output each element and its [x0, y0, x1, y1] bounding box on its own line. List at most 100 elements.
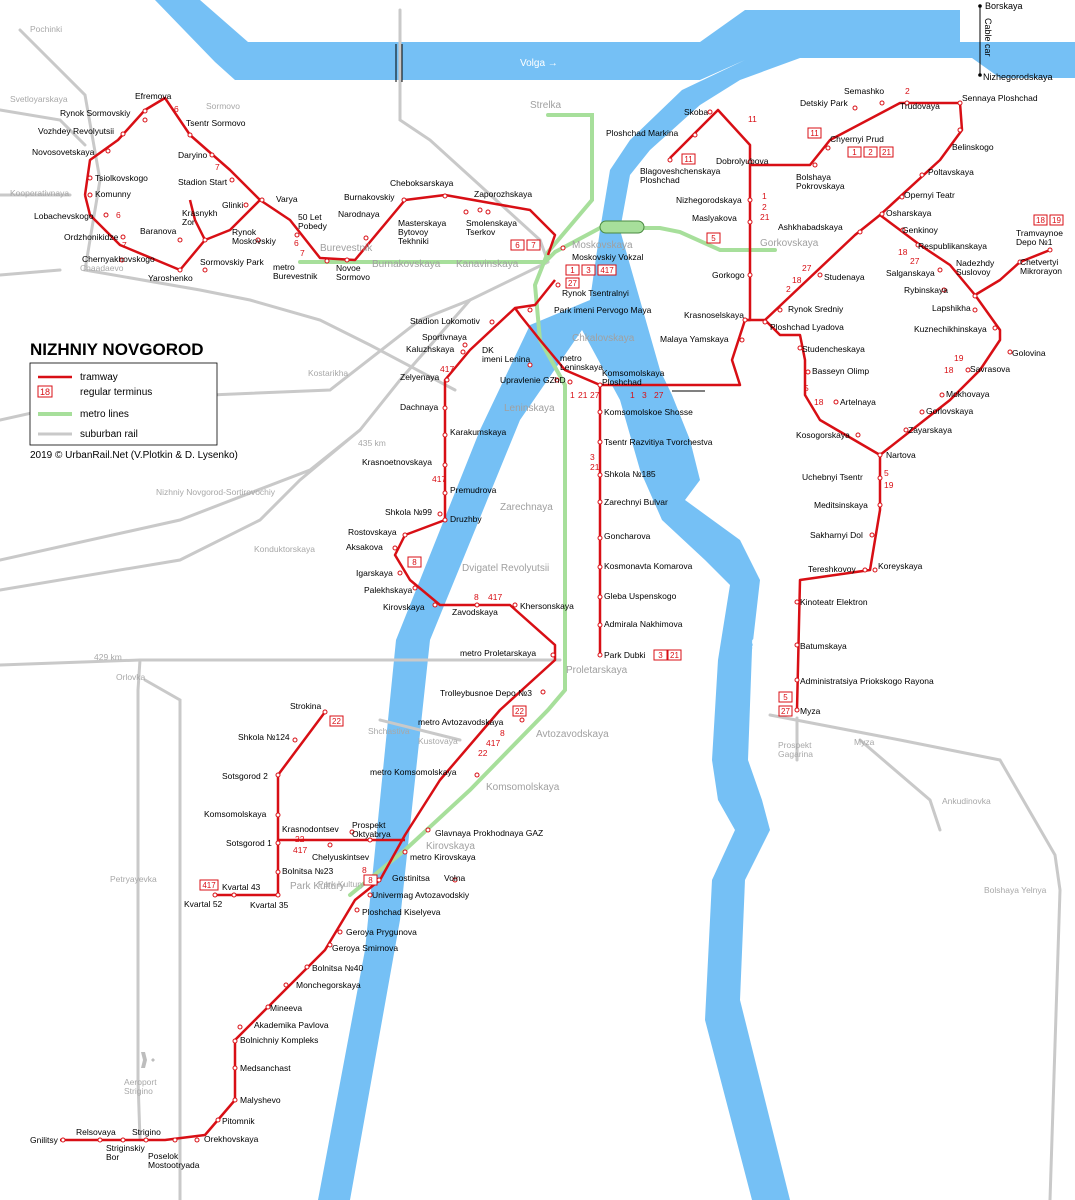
station-dot — [597, 382, 603, 388]
station-dot — [177, 237, 183, 243]
station-dot — [747, 197, 753, 203]
station-dot — [209, 152, 215, 158]
station-label-burnakovskiy: Burnakovskiy — [344, 192, 395, 202]
rail-station-petryayevka: Petryayevka — [110, 874, 157, 884]
station-label-kirovskaya: Kirovskaya — [383, 602, 425, 612]
terminus-route-8: 8 — [368, 876, 373, 885]
station-dot — [477, 207, 483, 213]
station-label-semashko: Semashko — [844, 86, 884, 96]
station-label-malyshevo: Malyshevo — [240, 1095, 281, 1105]
station-label-premudrova: Premudrova — [450, 485, 497, 495]
station-label-orekhovskaya: Orekhovskaya — [204, 1134, 259, 1144]
rail-station-kooperativnaya: Kooperativnaya — [10, 188, 69, 198]
station-label-daryino: Daryino — [178, 150, 208, 160]
station-label-myza: Myza — [800, 706, 821, 716]
rail-station-svetloyarskaya: Svetloyarskaya — [10, 94, 68, 104]
terminus-box — [199, 879, 219, 891]
route-number-6: 6 — [294, 238, 299, 248]
route-number-3: 3 — [590, 452, 595, 462]
station-label-shkola-185: Shkola №185 — [604, 469, 656, 479]
station-label-upravlenie-gzhd: Upravlenie GZhD — [500, 375, 566, 385]
station-dot — [597, 594, 603, 600]
station-label-cheboksarskaya: Cheboksarskaya — [390, 178, 454, 188]
terminus-route-7: 7 — [531, 241, 536, 250]
rail-station-orlovka: Orlovka — [116, 672, 146, 682]
rail-station-kostarikha: Kostarikha — [308, 368, 348, 378]
station-label-rynok-tsentralnyi: Rynok Tsentralnyi — [562, 288, 629, 298]
station-dot — [344, 257, 350, 263]
station-dot — [972, 307, 978, 313]
station-dot — [292, 737, 298, 743]
station-label-kaluzhskaya: Kaluzhskaya — [406, 344, 454, 354]
route-number-417: 417 — [486, 738, 500, 748]
route-number-18: 18 — [792, 275, 802, 285]
route-number-19: 19 — [884, 480, 894, 490]
station-dot — [442, 517, 448, 523]
station-dot — [275, 840, 281, 846]
station-label-nartova: Nartova — [886, 450, 916, 460]
route-number-27: 27 — [802, 263, 812, 273]
rail-line — [0, 428, 362, 562]
route-number-7: 7 — [300, 248, 305, 258]
station-dot — [349, 829, 355, 835]
route-number-6: 6 — [174, 104, 179, 114]
terminus-box — [1033, 214, 1048, 226]
station-label-zelyenaya: Zelyenaya — [400, 372, 439, 382]
station-dot — [937, 267, 943, 273]
station-dot — [255, 237, 261, 243]
station-label-uchebnyi-tsentr: Uchebnyi Tsentr — [802, 472, 863, 482]
terminus-box — [581, 264, 596, 276]
station-label-gorkogo: Gorkogo — [712, 270, 745, 280]
station-dot — [957, 100, 963, 106]
terminus-route-27: 27 — [568, 279, 577, 288]
route-number-417: 417 — [488, 592, 502, 602]
station-label-komsomolskoe-shosse: Komsomolskoe Shosse — [604, 407, 693, 417]
rail-labels-layer: PochinkiSvetloyarskayaSormovoKooperativn… — [10, 24, 1047, 1096]
legend-terminus-swatch — [37, 385, 53, 398]
station-dot — [367, 837, 373, 843]
route-number-18: 18 — [944, 365, 954, 375]
station-dot — [1007, 349, 1013, 355]
station-label-chernyakhovskogo: Chernyakhovskogo — [82, 254, 155, 264]
cable-car-north-label: Borskaya — [985, 1, 1023, 11]
station-label-batumskaya: Batumskaya — [800, 641, 847, 651]
metro-station-zarechnaya: Zarechnaya — [500, 502, 553, 513]
station-dot — [97, 1137, 103, 1143]
route-number-22: 22 — [478, 748, 488, 758]
station-dot — [692, 132, 698, 138]
station-label-volna: Volna — [444, 873, 466, 883]
station-dot — [119, 257, 125, 263]
metro-station-chkalovskaya: Chkalovskaya — [572, 333, 635, 344]
station-dot — [103, 212, 109, 218]
rail-station-shchastiva: Shchastiva — [368, 726, 410, 736]
river-label-oka: Oka → — [749, 638, 760, 669]
rail-line — [0, 108, 87, 147]
station-dot — [747, 159, 753, 165]
station-dot — [363, 235, 369, 241]
terminus-box — [512, 705, 527, 717]
station-dot — [877, 502, 883, 508]
route-number-7: 7 — [215, 162, 220, 172]
terminus-box — [329, 715, 344, 727]
station-label-glinki: Glinki — [222, 200, 243, 210]
station-label-aksakova: Aksakova — [346, 542, 383, 552]
station-dot — [1017, 259, 1023, 265]
station-label-monchegorskaya: Monchegorskaya — [296, 980, 361, 990]
rail-line — [378, 718, 462, 742]
terminus-route-19: 19 — [1052, 216, 1061, 225]
station-dot — [597, 564, 603, 570]
station-label-vozhdey-revolyutsii: Vozhdey Revolyutsii — [38, 126, 114, 136]
cable-car: Borskaya Nizhegorodskaya Cable car — [978, 1, 1053, 82]
station-label-akademika-pavlova: Akademika Pavlova — [254, 1020, 329, 1030]
station-dot — [872, 567, 878, 573]
route-number-1: 1 — [762, 191, 767, 201]
station-dot — [560, 245, 566, 251]
